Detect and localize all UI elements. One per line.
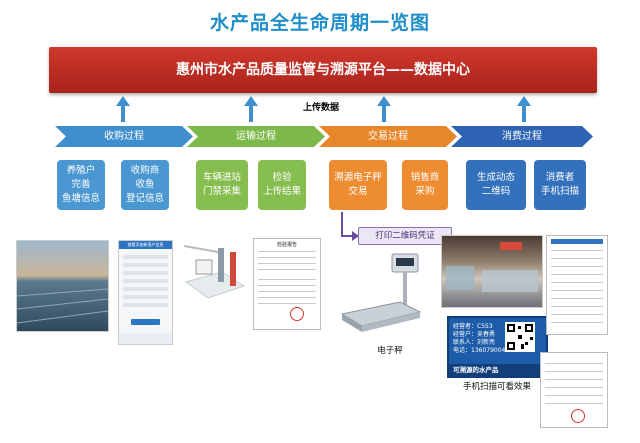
seafood-market-photo	[441, 235, 543, 308]
gate-equipment-illustration	[182, 238, 246, 302]
box-consumer-scan: 消费者手机扫描	[534, 160, 586, 210]
mobile-app-screenshot: 查看添加新渔户信息	[118, 240, 173, 345]
box-inspection: 检验上传结果	[258, 160, 306, 210]
market-drawing	[446, 242, 538, 292]
upload-arrow-4	[517, 96, 531, 122]
upload-arrow-2	[244, 96, 258, 122]
qrcode-icon	[505, 322, 535, 352]
upload-data-label: 上传数据	[302, 103, 339, 113]
electronic-scale-photo	[336, 250, 428, 342]
bottom-report-doc	[540, 352, 608, 428]
data-center-banner: 惠州市水产品质量监管与溯源平台——数据中心	[49, 47, 597, 93]
card-footer: 可溯源的水产品	[449, 364, 546, 376]
upload-arrow-3	[377, 96, 391, 122]
report-title: 检验报告	[276, 242, 297, 248]
stage-transport: 运输过程	[187, 126, 325, 147]
card-info: 经营者：C553 经营户：吴春勇 联系人：刘新亮 电话：13607900490	[453, 323, 513, 354]
report-seal	[290, 307, 304, 321]
box-purchaser: 收购商收鱼登记信息	[121, 160, 169, 210]
inspection-report-doc: 检验报告	[253, 238, 321, 330]
box-seller: 销售商采购	[402, 160, 448, 210]
upload-arrow-1	[116, 96, 130, 122]
pond-lines	[17, 288, 108, 324]
page-title: 水产品全生命周期一览图	[209, 12, 430, 34]
print-arrow	[341, 212, 356, 237]
phone-header: 查看添加新渔户信息	[119, 241, 172, 249]
box-fish-farmer: 养殖户完善鱼塘信息	[57, 160, 105, 210]
box-traceable-scale: 溯源电子秤交易	[329, 160, 387, 210]
traceable-product-card: 经营者：C553 经营户：吴春勇 联系人：刘新亮 电话：13607900490 …	[447, 316, 548, 378]
box-dynamic-qrcode: 生成动态二维码	[466, 160, 526, 210]
scale-caption: 电子秤	[377, 346, 403, 356]
scan-caption: 手机扫描可看效果	[462, 382, 531, 392]
phone-submit-button	[131, 319, 160, 325]
bottom-report-seal	[571, 409, 585, 423]
qr-pattern	[507, 324, 533, 350]
scale-drawing	[340, 253, 422, 332]
fish-pond-photo	[16, 240, 109, 332]
stage-consumption: 消费过程	[451, 126, 593, 147]
gate-drawing	[183, 245, 246, 299]
trace-record-doc	[546, 235, 608, 335]
print-qrcode-label: 打印二维码凭证	[358, 227, 452, 245]
box-vehicle-entry: 车辆进站门禁采集	[196, 160, 248, 210]
stage-trading: 交易过程	[319, 126, 457, 147]
stage-purchase: 收购过程	[55, 126, 193, 147]
